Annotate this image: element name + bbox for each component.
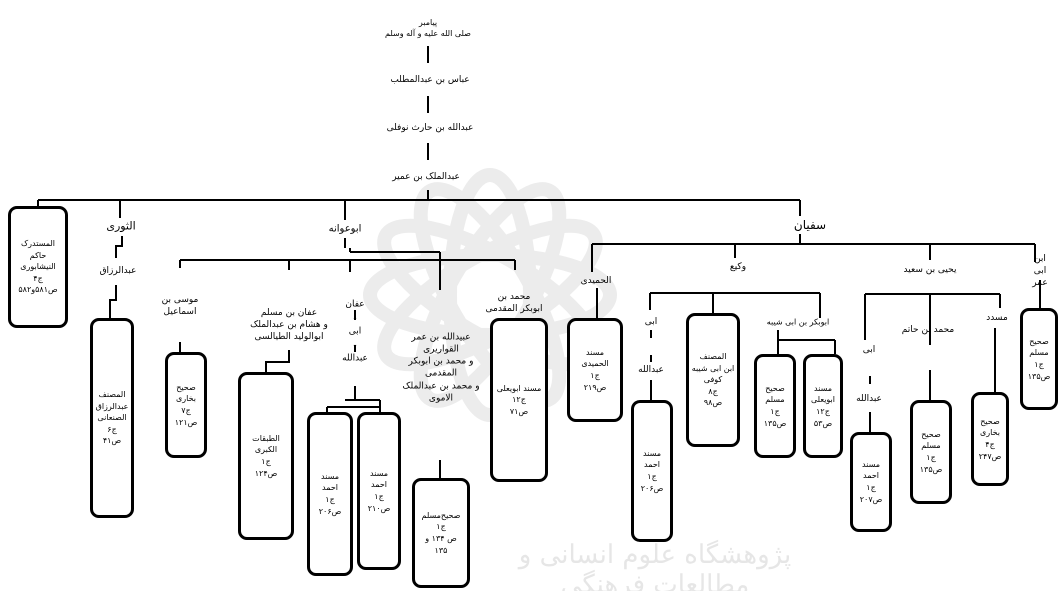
muhammad-abubakr-label: محمد بن ابوبکر المقدمی [485,291,543,314]
source-box-bukhari-musa: صحیح بخاری ج۷ ص۱۲۱ [165,352,207,458]
prophet-label: پیامبر صلی الله علیه و آله وسلم [385,18,471,38]
sufyan-label: سفیان [793,217,827,232]
source-box-muslim-134: صحیح‌مسلم ج۱ ص ۱۳۴ و ۱۳۵ [412,478,470,588]
ibn-abi-umar-label: ابن ابی عمر [1032,253,1048,289]
source-box-ibn-abi-shayba: المصنف ابن ابی شیبه کوفی ج۸ ص۹۸ [686,313,740,447]
ubaydullah-label: عبیدالله بن عمر القواریری و محمد بن ابوب… [402,332,480,404]
source-box-muslim-hatim: صحیح مسلم ج۱ ص۱۳۵ [910,400,952,504]
watermark-text: پژوهشگاه علوم انسانی و مطالعات فرهنگی [518,540,792,591]
source-box-muslim-ibn-abi-umar: صحیح مسلم ج۱ ص۱۳۵ [1020,308,1058,410]
waki-label: وکیع [729,261,747,272]
abdullah-label-1: عبدالله [856,393,882,404]
source-box-humaydi: مسند الحمیدی ج۱ ص۲۱۹ [567,318,623,422]
source-box-abu-yala-71: مسند ابویعلی ج۱۲ ص۷۱ [490,318,548,482]
source-box-ahmad-207: مسند احمد ج۱ ص۲۰۷ [850,432,892,532]
source-box-abu-yala-53: مسند ابویعلی ج۱۲ ص۵۳ [803,354,843,458]
source-box-bukhari-musaddad: صحیح بخاری ج۴ ص۲۴۷ [971,392,1009,486]
abbas-label: عباس بن عبدالمطلب [390,74,470,85]
abdulmalik-label: عبدالملک بن عمیر [392,171,460,182]
source-box-tabaqat: الطبقات الکبری ج۱ ص۱۲۴ [238,372,294,540]
source-box-ahmad-206-a: مسند احمد ج۱ ص۲۰۶ [307,412,353,576]
musa-label: موسی بن اسماعیل [161,294,199,317]
abi-label-1: ابی [862,344,876,355]
abu-awana-label: ابوعوانه [328,223,362,235]
source-box-abd-razzaq: المصنف عبدالرزاق الصنعانی ج۶ ص۴۱ [90,318,134,518]
abd-razzaq-label: عبدالرزاق [99,265,137,276]
abi-label-2: ابی [644,316,658,327]
source-box-mustadrak: المستدرک حاکم النیشابوری ج۴ ص۵۸۱و۵۸۲ [8,206,68,328]
humaydi-label: الحمیدی [580,275,612,286]
abdullah-label-2: عبدالله [638,364,664,375]
source-box-ahmad-210: مسند احمد ج۱ ص۲۱۰ [357,412,401,570]
source-box-muslim-waki: صحیح مسلم ج۱ ص۱۳۵ [754,354,796,458]
thawri-label: الثوری [106,219,136,233]
affan-muslim-label: عفان بن مسلم و هشام بن عبدالملک ابوالولی… [250,307,328,343]
yahya-label: یحیی بن سعید [903,264,957,275]
affan-chain-label: عفان - ابی - عبدالله [342,299,368,364]
source-box-ahmad-206-b: مسند احمد ج۱ ص۲۰۶ [631,400,673,542]
muhammad-hatim-label: محمد بن حاتم [901,324,955,335]
abdullah-nawfali-label: عبدالله بن حارث نوفلی [386,122,474,133]
musaddad-label: مسدد [986,312,1008,323]
abu-bakr-abi-shayba-label: ابوبکر بن ابی شیبه [766,317,830,327]
